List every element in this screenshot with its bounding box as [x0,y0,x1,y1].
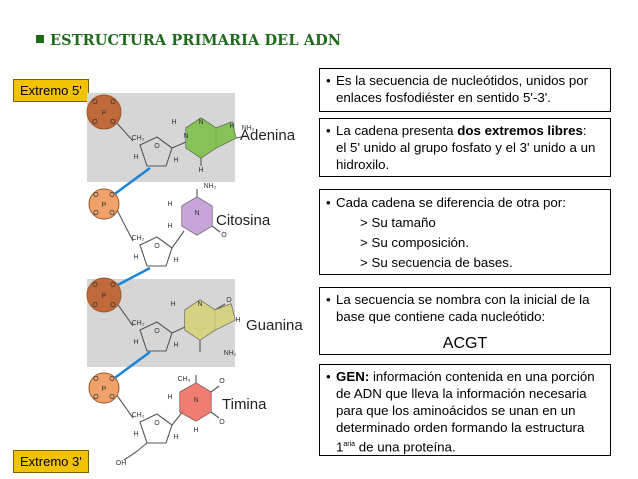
svg-text:O: O [92,99,98,106]
sugar-ring-4 [139,413,173,444]
svg-text:H: H [171,119,176,126]
svg-text:H: H [229,123,234,130]
svg-text:O: O [219,419,225,426]
title-text: ESTRUCTURA PRIMARIA DEL ADN [50,32,342,49]
svg-text:H: H [133,254,138,261]
svg-text:O: O [221,232,227,239]
svg-text:O: O [110,119,116,126]
svg-text:H: H [173,342,178,349]
svg-text:H: H [173,434,178,441]
svg-text:H: H [173,157,178,164]
svg-text:CH₂: CH₂ [132,135,145,142]
adenine-ring-6 [186,118,216,158]
svg-text:N: N [194,210,199,217]
diferencia-item: > Su secuencia de bases. [360,255,513,270]
svg-text:N: N [198,119,203,126]
svg-text:O: O [109,192,115,199]
svg-text:O: O [109,394,115,401]
svg-text:H: H [167,201,172,208]
svg-text:O: O [93,210,99,217]
svg-text:H: H [235,317,240,324]
svg-text:O: O [154,420,160,427]
svg-text:N: N [183,133,188,140]
svg-text:NH₂: NH₂ [242,125,255,132]
adenine-ring-5 [216,122,236,148]
info-box-nombre-secuencia: •La secuencia se nombra con la inicial d… [319,287,611,355]
svg-text:H: H [198,167,203,174]
svg-text:O: O [92,302,98,309]
svg-text:H: H [133,339,138,346]
guanine-ring-5 [215,304,235,330]
info-box-diferencias: •Cada cadena se diferencia de otra por: … [319,189,611,275]
extremo-3-label: Extremo 3' [13,450,89,473]
svg-text:N: N [197,301,202,308]
phosphate-group-4 [88,372,120,404]
svg-text:NH₂: NH₂ [224,350,237,357]
svg-text:OH: OH [116,460,127,467]
base-label-citosina: Citosina [216,212,271,229]
svg-text:O: O [109,376,115,383]
svg-text:CH₂: CH₂ [132,235,145,242]
svg-text:O: O [219,378,225,385]
svg-text:P: P [102,386,107,393]
svg-text:O: O [92,119,98,126]
info-box-gen: •GEN: información contenida en una porci… [319,364,611,456]
svg-text:O: O [110,99,116,106]
svg-text:CH₂: CH₂ [132,320,145,327]
svg-text:O: O [109,210,115,217]
phosphate-group-3 [86,277,122,313]
svg-text:H: H [167,223,172,230]
title-bullet [36,35,44,43]
extremo-5-label: Extremo 5' [13,79,89,102]
svg-text:P: P [102,293,107,300]
base-label-adenina: Adenina [240,127,296,144]
svg-text:O: O [93,376,99,383]
svg-text:P: P [102,110,107,117]
base-label-guanina: Guanina [246,317,303,334]
sugar-ring-1 [139,136,173,167]
sugar-ring-3 [139,321,173,352]
diferencia-item: > Su tamaño [360,215,436,230]
info-box-secuencia: •Es la secuencia de nucleótidos, unidos … [319,68,611,112]
svg-text:H: H [167,394,172,401]
svg-text:O: O [226,297,232,304]
svg-text:O: O [92,282,98,289]
svg-text:O: O [93,192,99,199]
svg-text:NH₂: NH₂ [204,183,217,190]
svg-text:N: N [193,397,198,404]
base-label-timina: Timina [222,396,267,413]
svg-text:O: O [154,243,160,250]
svg-text:O: O [154,328,160,335]
svg-text:O: O [110,302,116,309]
svg-text:H: H [193,427,198,434]
page-title: ESTRUCTURA PRIMARIA DEL ADN [36,32,341,49]
sequence-acgt: ACGT [442,335,488,352]
phosphate-group-2 [88,188,120,220]
svg-text:O: O [110,282,116,289]
svg-text:CH₂: CH₂ [132,412,145,419]
sugar-ring-2 [139,236,173,267]
diferencia-item: > Su composición. [360,235,470,250]
svg-text:O: O [93,394,99,401]
svg-text:O: O [154,143,160,150]
svg-text:H: H [170,301,175,308]
svg-text:H: H [173,257,178,264]
thymine-ring [180,383,211,421]
svg-text:P: P [102,202,107,209]
phosphate-group-1 [86,94,122,130]
svg-text:H: H [133,431,138,438]
guanine-ring-6 [185,300,215,340]
phosphodiester-links [111,166,151,382]
svg-text:H: H [133,154,138,161]
info-box-extremos: •La cadena presenta dos extremos libres:… [319,118,611,177]
svg-text:CH₃: CH₃ [178,376,191,383]
cytosine-ring [182,197,212,235]
